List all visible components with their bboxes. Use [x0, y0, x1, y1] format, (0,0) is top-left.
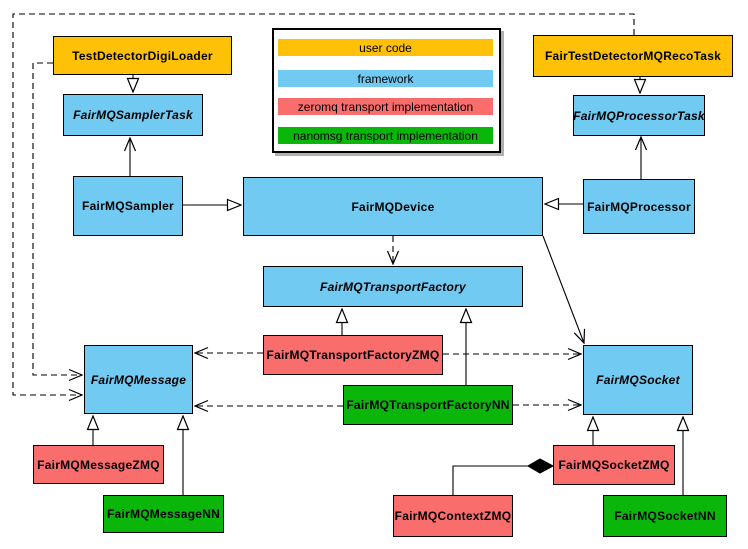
legend: user code framework zeromq transport imp… [272, 28, 501, 153]
node-fairmq-transport-factory: FairMQTransportFactory [263, 266, 523, 307]
node-fairmq-message-zmq: FairMQMessageZMQ [33, 445, 164, 484]
node-fairmq-transport-factory-nn: FairMQTransportFactoryNN [343, 385, 513, 425]
node-fairmq-processor: FairMQProcessor [583, 179, 695, 234]
legend-item-user-code: user code [278, 39, 493, 56]
edge-contextzmq-socketzmq [452, 465, 528, 495]
composition-diamond-icon [526, 458, 555, 474]
legend-item-zeromq: zeromq transport implementation [278, 98, 493, 115]
node-fair-test-detector-mq-reco-task: FairTestDetectorMQRecoTask [533, 35, 733, 77]
node-fairmq-context-zmq: FairMQContextZMQ [393, 495, 513, 537]
node-fairmq-device: FairMQDevice [243, 177, 543, 236]
node-fairmq-socket-zmq: FairMQSocketZMQ [553, 445, 675, 485]
node-test-detector-digi-loader: TestDetectorDigiLoader [53, 36, 232, 75]
node-fairmq-sampler-task: FairMQSamplerTask [63, 94, 203, 136]
node-fairmq-socket: FairMQSocket [583, 345, 693, 415]
node-fairmq-message: FairMQMessage [84, 345, 193, 414]
legend-item-nanomsg: nanomsg transport implementation [278, 127, 493, 144]
legend-item-framework: framework [278, 70, 493, 87]
edge-device-socket [542, 235, 584, 343]
node-fairmq-transport-factory-zmq: FairMQTransportFactoryZMQ [263, 335, 443, 375]
node-fairmq-message-nn: FairMQMessageNN [103, 495, 224, 533]
node-fairmq-sampler: FairMQSampler [73, 176, 183, 236]
node-fairmq-processor-task: FairMQProcessorTask [573, 95, 705, 136]
node-fairmq-socket-nn: FairMQSocketNN [603, 495, 727, 537]
